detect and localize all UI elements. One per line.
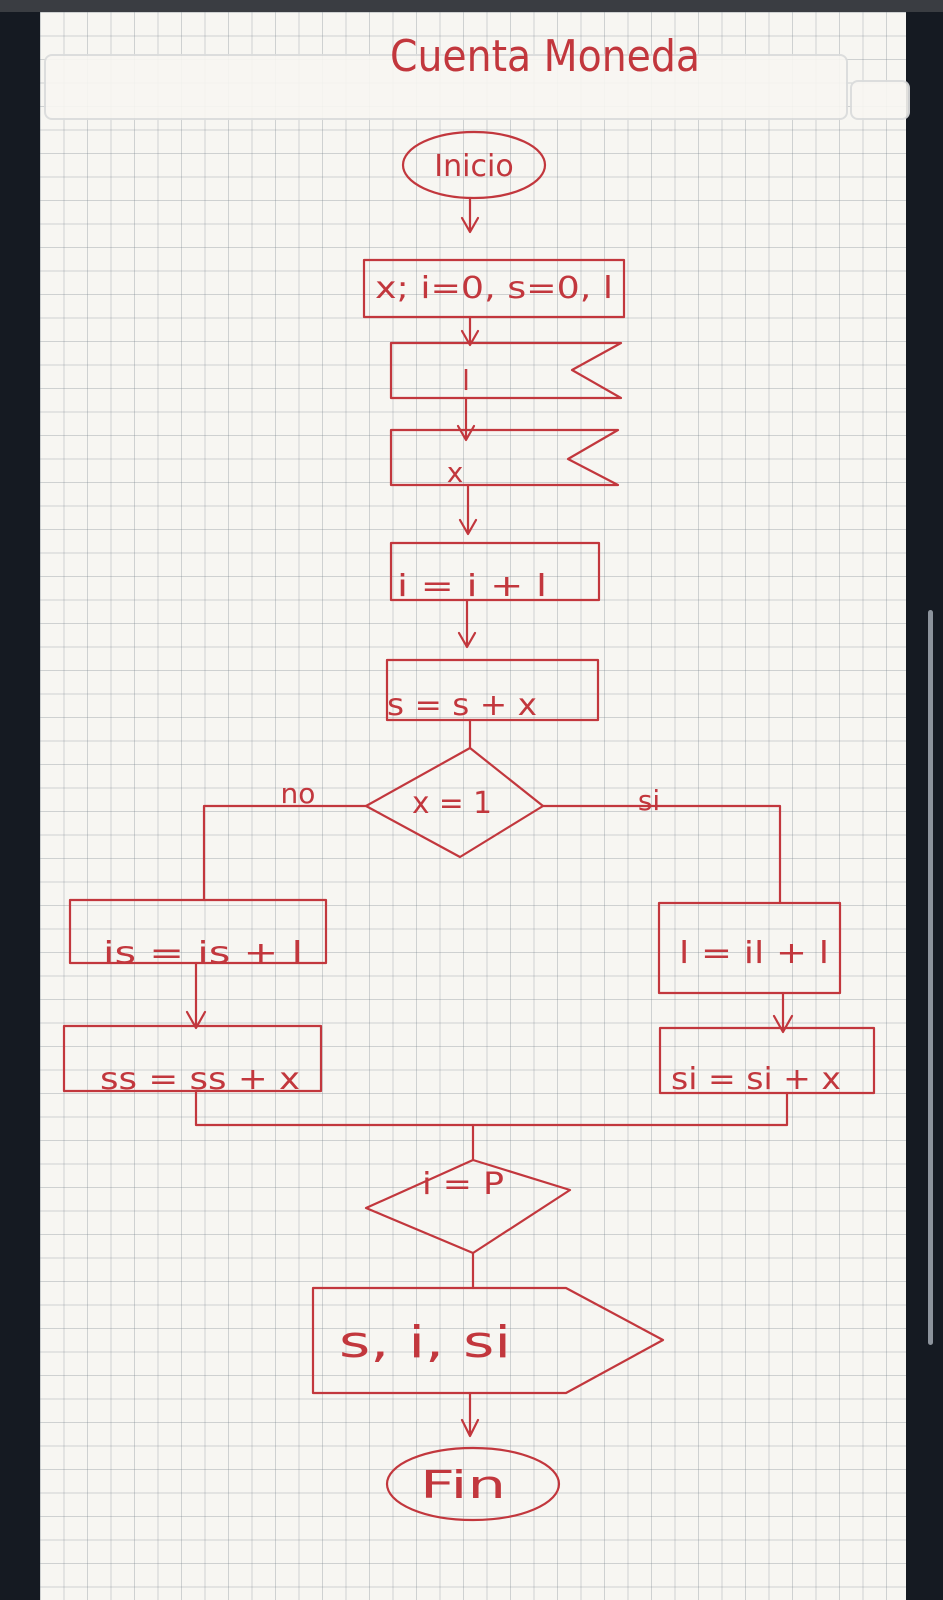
no-inc-box [68, 898, 328, 965]
arrow [456, 396, 476, 442]
input-x-label: x [447, 456, 464, 489]
end-terminal [385, 1446, 561, 1522]
merge-line [194, 1089, 789, 1127]
yes-acc-label: si = si + x [671, 1062, 841, 1097]
title-input-field [44, 54, 848, 120]
no-branch-label: no [281, 777, 316, 810]
acc-s-label: s = s + x [387, 688, 537, 723]
yes-acc-box [658, 1026, 876, 1095]
arrow [772, 991, 794, 1034]
acc-s-box [385, 658, 600, 722]
yes-branch-line [541, 804, 782, 905]
decision-x-label: x = 1 [412, 786, 492, 821]
decision-end-label: i = P [422, 1167, 504, 1202]
decision-x-diamond [364, 746, 545, 859]
no-acc-label: ss = ss + x [100, 1062, 300, 1097]
diagram-title: Cuenta Moneda [390, 31, 700, 82]
declare-label: x; i=0, s=0, l [375, 271, 613, 306]
no-acc-box [62, 1024, 323, 1093]
no-inc-label: is = is + l [103, 936, 303, 971]
arrow [458, 483, 478, 536]
start-label: Inicio [434, 149, 513, 184]
output-shape [311, 1286, 665, 1395]
arrow [457, 598, 477, 649]
arrow [460, 1391, 480, 1438]
input-l-label: l [462, 364, 470, 397]
input-l-shape [389, 341, 623, 400]
input-x-shape [389, 428, 620, 487]
declare-box [362, 258, 626, 319]
end-label: Fin [420, 1463, 506, 1507]
inc-i-box [389, 541, 601, 602]
window-top-bar [0, 0, 943, 12]
no-branch-line [202, 804, 368, 902]
title-side-field [850, 80, 910, 120]
yes-inc-box [657, 901, 842, 995]
yes-branch-label: si [638, 784, 660, 817]
yes-inc-label: l = il + l [679, 936, 829, 971]
output-label: s, i, si [339, 1317, 511, 1368]
scrollbar[interactable] [928, 610, 933, 1345]
arrow [460, 315, 480, 347]
start-terminal [401, 130, 547, 200]
arrow [460, 196, 480, 234]
arrow [185, 961, 207, 1030]
inc-i-label: i = i + l [397, 569, 547, 604]
